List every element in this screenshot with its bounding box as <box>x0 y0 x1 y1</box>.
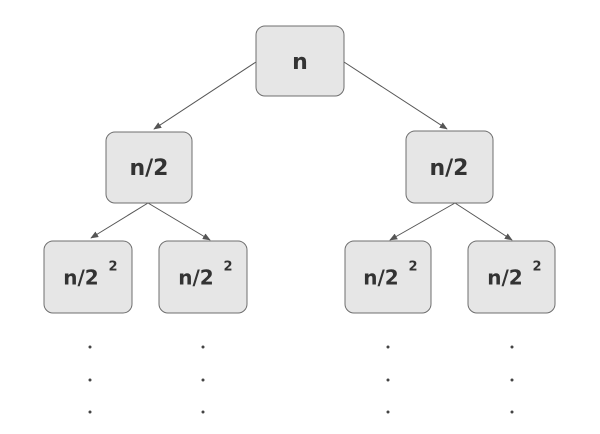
left-child-label: n/2 <box>129 156 168 181</box>
dot <box>510 345 514 349</box>
dot <box>510 378 514 382</box>
leaf-node-2: n/2 2 <box>158 240 248 314</box>
continuation-dots-1 <box>88 345 92 414</box>
leaf-node-4-label: n/2 <box>487 266 522 290</box>
continuation-dots-4 <box>510 345 514 414</box>
right-child-node: n/2 <box>405 130 494 204</box>
continuation-dots-2 <box>201 345 205 414</box>
leaf-node-1: n/2 2 <box>43 240 133 314</box>
leaf-node-1-label: n/2 <box>63 266 98 290</box>
leaf-node-4: n/2 2 <box>467 240 556 314</box>
dot <box>386 378 390 382</box>
leaf-node-4-exponent: 2 <box>532 260 541 275</box>
dot <box>201 345 205 349</box>
dot <box>88 410 92 414</box>
leaf-node-2-label: n/2 <box>178 266 213 290</box>
right-child-label: n/2 <box>429 156 468 181</box>
leaf-node-1-exponent: 2 <box>108 260 117 275</box>
dot <box>386 345 390 349</box>
dot <box>201 410 205 414</box>
leaf-node-3-exponent: 2 <box>408 260 417 275</box>
left-child-node: n/2 <box>105 131 193 204</box>
dot <box>386 410 390 414</box>
edge-right-to-leaf-4 <box>454 202 513 241</box>
leaf-node-3-label: n/2 <box>363 266 398 290</box>
leaf-node-2-exponent: 2 <box>223 260 232 275</box>
dot <box>510 410 514 414</box>
edge-left-to-leaf-1 <box>90 202 149 239</box>
root-node-label: n <box>292 50 308 75</box>
edge-left-to-leaf-2 <box>147 202 211 241</box>
dot <box>88 345 92 349</box>
dot <box>201 378 205 382</box>
continuation-dots-3 <box>386 345 390 414</box>
edge-root-to-left <box>153 61 257 130</box>
root-node: n <box>255 25 345 97</box>
dot <box>88 378 92 382</box>
edge-right-to-leaf-3 <box>389 202 456 241</box>
edge-root-to-right <box>343 61 448 130</box>
leaf-node-3: n/2 2 <box>344 240 432 314</box>
